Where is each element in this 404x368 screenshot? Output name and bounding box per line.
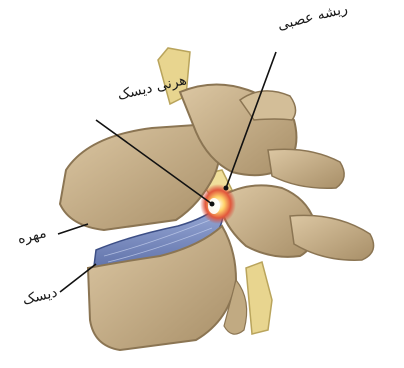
leader-line-vertebra [58,224,88,234]
